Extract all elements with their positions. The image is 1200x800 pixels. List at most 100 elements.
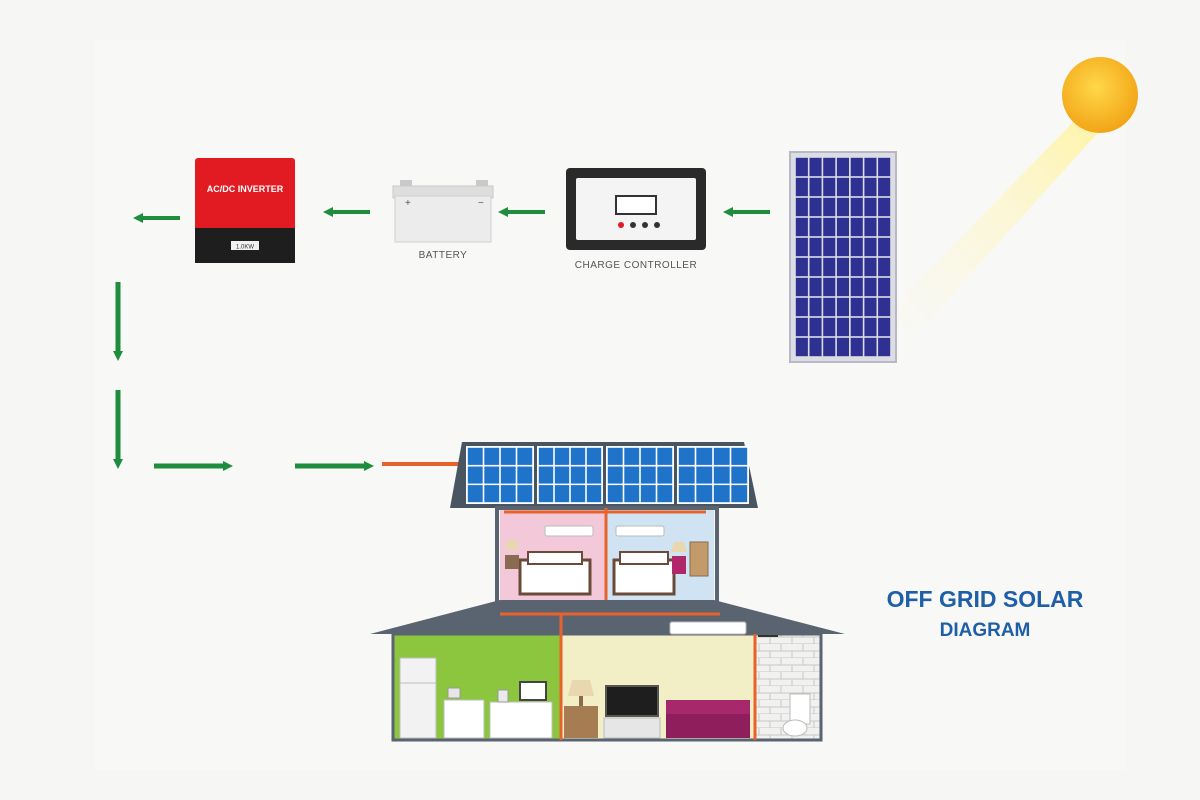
roof-solar-cell — [640, 447, 656, 465]
roof-solar-cell — [657, 466, 673, 484]
solar-cell — [823, 277, 836, 297]
roof-solar-cell — [607, 447, 623, 465]
roof-solar-cell — [607, 466, 623, 484]
solar-cell — [864, 157, 877, 177]
roof-solar-cell — [517, 485, 533, 503]
solar-cell — [878, 317, 891, 337]
air-conditioner — [669, 621, 747, 635]
solar-cell — [878, 157, 891, 177]
roof-solar-cell — [678, 447, 695, 465]
tv-stand — [603, 717, 661, 739]
solar-cell — [878, 337, 891, 357]
solar-cell — [878, 277, 891, 297]
roof-solar-cell — [517, 466, 533, 484]
roof-solar-cell — [554, 466, 570, 484]
solar-cell — [850, 217, 863, 237]
solar-cell — [823, 197, 836, 217]
battery-plus: + — [405, 198, 411, 209]
solar-cell — [809, 337, 822, 357]
roof-solar-cell — [484, 485, 500, 503]
solar-cell — [823, 337, 836, 357]
solar-cell — [864, 217, 877, 237]
inverter-display — [231, 241, 259, 250]
bed — [612, 558, 676, 596]
roof-solar-cell — [484, 447, 500, 465]
solar-cell — [850, 177, 863, 197]
lamp-stand — [579, 696, 583, 706]
solar-cell — [795, 237, 808, 257]
button-dot — [642, 222, 648, 228]
solar-cell — [809, 177, 822, 197]
roof-solar-cell — [640, 485, 656, 503]
solar-panel-icon — [789, 151, 897, 363]
lamp — [505, 540, 519, 550]
sun-beam — [880, 110, 1105, 335]
solar-cell — [795, 157, 808, 177]
solar-cell — [864, 277, 877, 297]
roof-solar-cell — [538, 447, 554, 465]
roof-solar-cell — [713, 466, 730, 484]
side-table — [564, 706, 598, 738]
solar-cell — [864, 237, 877, 257]
solar-cell — [823, 317, 836, 337]
roof-solar-cell — [570, 485, 586, 503]
solar-panel-cells — [795, 157, 891, 357]
button-dot — [630, 222, 636, 228]
inverter-icon: AC/DC INVERTER 1.0KW — [195, 158, 295, 263]
roof-solar-cell — [696, 447, 713, 465]
charge-controller-label: CHARGE CONTROLLER — [575, 260, 697, 271]
battery-terminal — [476, 180, 488, 188]
kettle — [447, 687, 461, 699]
roof-solar-cell — [538, 466, 554, 484]
solar-cell — [878, 237, 891, 257]
solar-cell — [878, 297, 891, 317]
roof-solar-cell — [500, 485, 516, 503]
roof-solar-cell — [657, 447, 673, 465]
solar-cell — [850, 317, 863, 337]
dresser — [689, 541, 709, 577]
solar-cell — [836, 197, 849, 217]
solar-cell — [795, 277, 808, 297]
solar-cell — [836, 337, 849, 357]
solar-cell — [823, 157, 836, 177]
roof-solar-cell — [467, 485, 483, 503]
microwave — [519, 681, 547, 701]
roof-solar-cell — [570, 447, 586, 465]
solar-cell — [823, 177, 836, 197]
solar-cell — [809, 197, 822, 217]
solar-cell — [809, 237, 822, 257]
roof-solar-cell — [467, 447, 483, 465]
roof-solar-cell — [586, 466, 602, 484]
roof-solar-cell — [500, 466, 516, 484]
solar-cell — [864, 297, 877, 317]
toilet-bowl — [782, 719, 808, 737]
solar-cell — [795, 257, 808, 277]
roof-solar-cell — [678, 485, 695, 503]
bed-headboard — [527, 551, 583, 565]
led-red — [618, 222, 624, 228]
inverter-label: AC/DC INVERTER — [207, 184, 284, 194]
button-dot — [654, 222, 660, 228]
roof-solar-cell — [713, 485, 730, 503]
inverter-display-text: 1.0KW — [236, 245, 254, 251]
roof-solar-cell — [731, 485, 748, 503]
roof-solar-cell — [696, 466, 713, 484]
bed — [518, 558, 592, 596]
diagram-title-line2: DIAGRAM — [940, 620, 1031, 641]
roof-solar-cell — [500, 447, 516, 465]
roof-solar-cell — [607, 485, 623, 503]
roof-solar-cell — [467, 466, 483, 484]
solar-cell — [850, 157, 863, 177]
solar-cell — [836, 157, 849, 177]
solar-cell — [809, 317, 822, 337]
solar-cell — [809, 217, 822, 237]
roof-solar-cell — [517, 447, 533, 465]
roof-solar-cell — [731, 447, 748, 465]
solar-cell — [795, 317, 808, 337]
solar-cell — [836, 297, 849, 317]
solar-cell — [850, 237, 863, 257]
solar-cell — [795, 197, 808, 217]
solar-cell — [823, 257, 836, 277]
nightstand — [505, 555, 519, 569]
